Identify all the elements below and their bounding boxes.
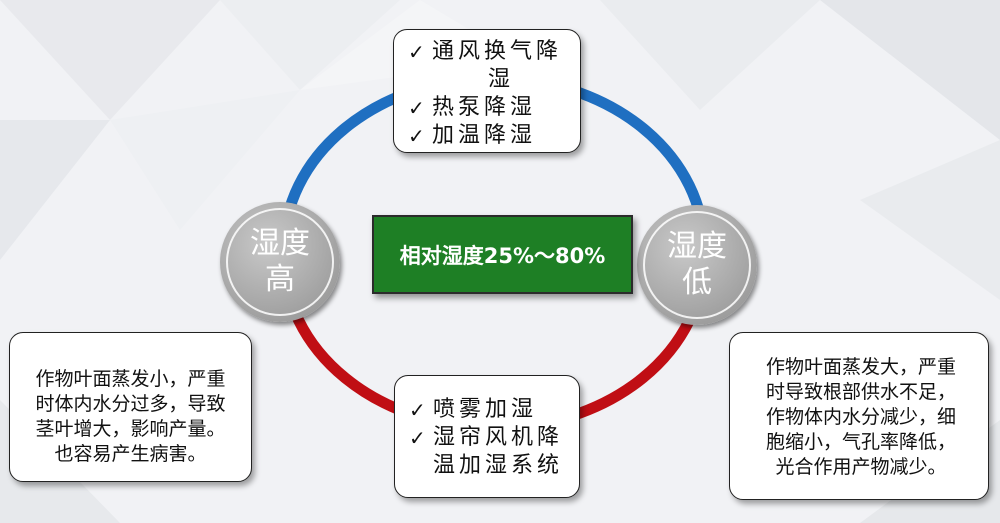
check-icon: ✓ xyxy=(408,96,429,120)
circle-label-line: 低 xyxy=(682,265,712,300)
list-item-text: 湿帘风机降 xyxy=(433,425,564,450)
effect-line: 时体内水分过多，导致 xyxy=(35,393,226,415)
circle-label-line: 湿度 xyxy=(667,229,727,264)
circle-label-line: 高 xyxy=(265,262,295,297)
list-item-text: 喷雾加湿 xyxy=(433,397,538,422)
list-item-text: 加温降湿 xyxy=(432,123,537,148)
list-item: ✓ 喷雾加湿 xyxy=(409,396,571,424)
top-box: ✓ 通风换气降 湿 ✓ 热泵降湿 ✓ 加温降湿 xyxy=(393,29,581,153)
check-icon: ✓ xyxy=(409,398,430,422)
effect-line: 也容易产生病害。 xyxy=(54,443,207,465)
low-humidity-effects-box: 作物叶面蒸发大，严重 时导致根部供水不足， 作物体内水分减少，细 胞缩小，气孔率… xyxy=(729,332,989,500)
dehumidify-list: ✓ 通风换气降 湿 ✓ 热泵降湿 ✓ 加温降湿 xyxy=(408,38,570,150)
list-item-text: 温加湿系统 xyxy=(433,453,564,478)
relative-humidity-label: 相对湿度25%～80% xyxy=(399,243,606,268)
effect-line: 作物体内水分减少，细 xyxy=(765,406,956,428)
circle-label-line: 湿度 xyxy=(250,226,310,261)
effect-line: 光合作用产物减少。 xyxy=(775,456,947,478)
list-item: ✓ 通风换气降 xyxy=(408,38,570,66)
effect-line: 茎叶增大，影响产量。 xyxy=(35,418,226,440)
bottom-box: ✓ 喷雾加湿 ✓ 湿帘风机降 温加湿系统 xyxy=(394,375,580,498)
humidity-high-circle: 湿度 高 xyxy=(220,202,340,322)
check-icon: ✓ xyxy=(408,40,429,64)
effect-line: 胞缩小，气孔率降低， xyxy=(765,431,956,453)
check-icon: ✓ xyxy=(408,124,429,148)
list-item-text: 湿 xyxy=(487,67,514,92)
high-humidity-effects-box: 作物叶面蒸发小，严重 时体内水分过多，导致 茎叶增大，影响产量。 也容易产生病害… xyxy=(9,332,252,482)
effect-line: 作物叶面蒸发大，严重 xyxy=(765,356,956,378)
list-item-continuation: 湿 xyxy=(408,66,570,94)
relative-humidity-range-box: 相对湿度25%～80% xyxy=(372,215,633,294)
list-item-continuation: 温加湿系统 xyxy=(409,452,571,480)
list-item: ✓ 热泵降湿 xyxy=(408,94,570,122)
effect-line: 时导致根部供水不足， xyxy=(765,381,956,403)
list-item-text: 热泵降湿 xyxy=(432,95,537,120)
effect-line: 作物叶面蒸发小，严重 xyxy=(35,368,226,390)
humidify-list: ✓ 喷雾加湿 ✓ 湿帘风机降 温加湿系统 xyxy=(409,396,571,480)
check-icon: ✓ xyxy=(409,426,430,450)
list-item: ✓ 加温降湿 xyxy=(408,122,570,150)
list-item: ✓ 湿帘风机降 xyxy=(409,424,571,452)
humidity-low-circle: 湿度 低 xyxy=(637,205,757,325)
list-item-text: 通风换气降 xyxy=(432,39,563,64)
